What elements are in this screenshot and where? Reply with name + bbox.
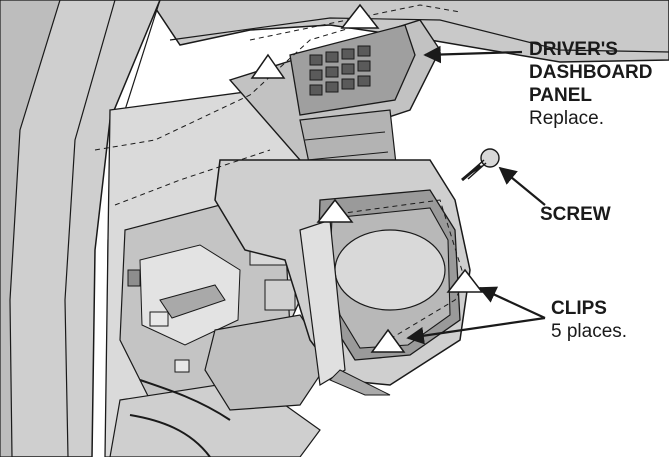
air-vent-grille [309, 45, 371, 96]
dashboard-panel-note: Replace. [529, 108, 604, 129]
clips-label: CLIPS [551, 298, 607, 319]
clips-leader-arrow-2 [406, 316, 546, 345]
panel-leader-arrow [423, 45, 523, 64]
clips-leader-arrow-1 [478, 286, 546, 319]
clips-note: 5 places. [551, 321, 628, 342]
clip-triangle-1 [340, 3, 380, 29]
screw-leader-arrow [498, 166, 546, 206]
leader-lines [406, 45, 546, 345]
dashboard-panel-label-line1: DRIVER'S [529, 39, 618, 60]
dashboard-panel-label-line3: PANEL [529, 85, 592, 106]
door-frame [0, 0, 161, 457]
clips-callout: CLIPS 5 places. [551, 297, 627, 343]
clip-triangle-2 [250, 53, 286, 79]
screw-callout: SCREW [540, 203, 611, 226]
clip-triangle-4 [446, 268, 484, 293]
interior-structure [104, 89, 331, 457]
drivers-dashboard-panel [94, 4, 471, 396]
clip-triangle-3 [316, 198, 354, 223]
screw-label: SCREW [540, 204, 611, 225]
clip-triangle-5 [370, 328, 406, 353]
clip-markers [250, 3, 484, 353]
dashboard-panel-label-line2: DASHBOARD [529, 62, 653, 83]
screw-icon [461, 148, 500, 182]
dashboard-panel-callout: DRIVER'S DASHBOARD PANEL Replace. [529, 38, 653, 130]
